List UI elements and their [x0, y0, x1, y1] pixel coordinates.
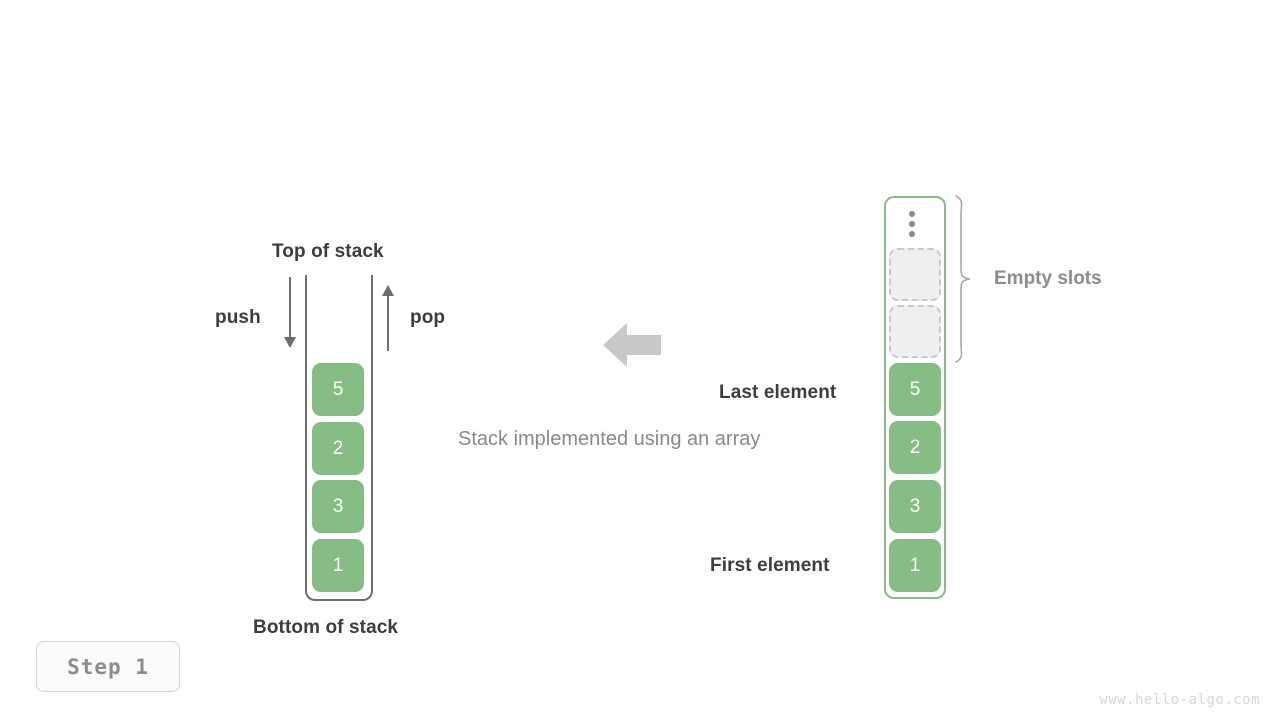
pop-label: pop	[410, 307, 446, 328]
array-cell: 1	[889, 539, 941, 592]
diagram-caption: Stack implemented using an array	[458, 428, 761, 450]
stack-container: 5 2 3 1	[305, 275, 373, 601]
watermark: www.hello-algo.com	[1099, 692, 1260, 708]
array-cell: 5	[889, 363, 941, 416]
stack-cell: 3	[312, 480, 364, 533]
array-cell: 2	[889, 421, 941, 474]
pop-arrow-head-icon	[382, 285, 394, 296]
last-element-label: Last element	[719, 382, 837, 403]
step-badge: Step 1	[36, 641, 180, 692]
empty-slot	[889, 248, 941, 301]
top-of-stack-label: Top of stack	[272, 241, 384, 262]
first-element-label: First element	[710, 555, 830, 576]
empty-slots-label: Empty slots	[994, 268, 1102, 289]
vertical-ellipsis-icon	[909, 211, 919, 237]
stack-cell: 5	[312, 363, 364, 416]
bottom-of-stack-label: Bottom of stack	[253, 617, 399, 638]
stack-cell: 1	[312, 539, 364, 592]
push-arrow-shaft	[289, 277, 291, 339]
array-container: 5 2 3 1	[884, 196, 946, 599]
stack-cell: 2	[312, 422, 364, 475]
push-arrow-head-icon	[284, 337, 296, 348]
array-cell: 3	[889, 480, 941, 533]
stack-walls	[305, 275, 373, 601]
pop-arrow-shaft	[387, 296, 389, 351]
push-label: push	[215, 307, 261, 328]
arrow-left-icon	[603, 323, 661, 367]
empty-slot	[889, 305, 941, 358]
empty-slots-brace	[955, 195, 971, 363]
